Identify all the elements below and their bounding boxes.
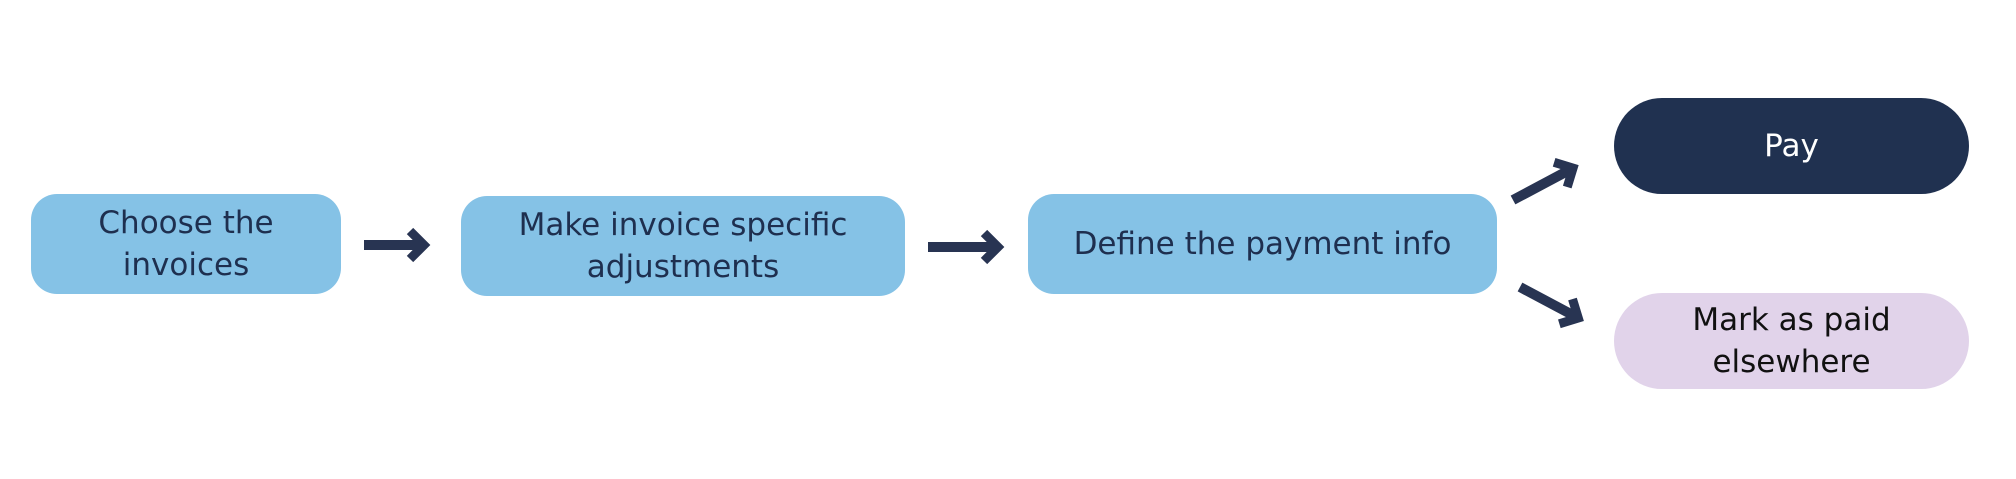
outcome-mark-paid-elsewhere: Mark as paid elsewhere	[1614, 293, 1969, 389]
arrow-right-icon	[364, 227, 431, 263]
arrow-right-icon	[928, 229, 1005, 265]
outcome-pay-label: Pay	[1764, 128, 1819, 164]
step-make-adjustments-label: Make invoice specific adjustments	[518, 207, 848, 285]
arrow-up-right-icon	[1510, 157, 1579, 205]
step-make-adjustments: Make invoice specific adjustments	[461, 196, 905, 296]
arrow-down-right-icon	[1517, 282, 1584, 329]
step-define-payment-info: Define the payment info	[1028, 194, 1497, 294]
outcome-mark-paid-elsewhere-label: Mark as paid elsewhere	[1692, 302, 1891, 380]
step-define-payment-info-label: Define the payment info	[1073, 226, 1452, 262]
step-choose-invoices-label: Choose the invoices	[98, 205, 274, 283]
outcome-pay: Pay	[1614, 98, 1969, 194]
step-choose-invoices: Choose the invoices	[31, 194, 341, 294]
